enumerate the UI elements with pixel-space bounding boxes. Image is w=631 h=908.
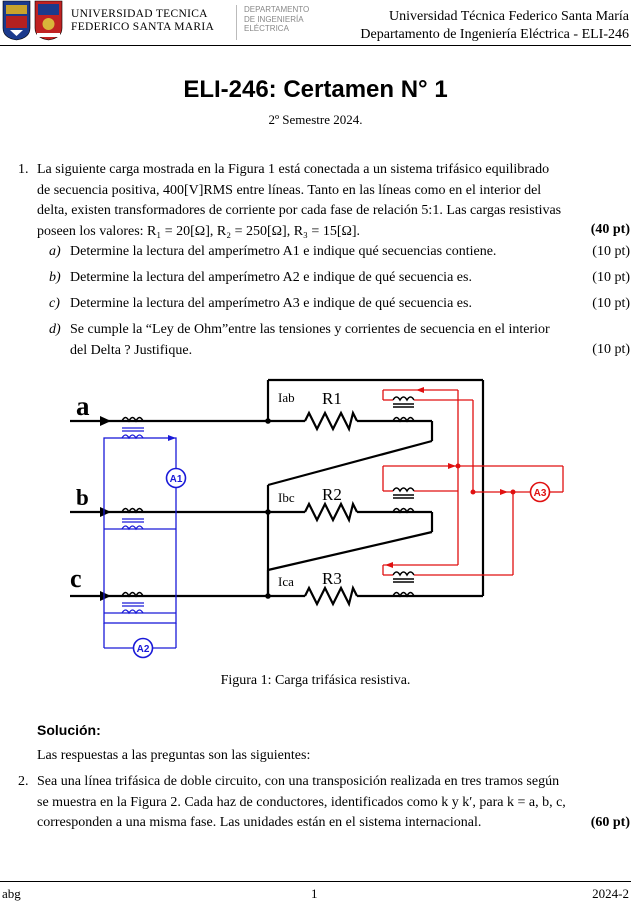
q1-line3: delta, existen transformadores de corrie… [37,203,562,218]
delta-ct-red [382,389,564,576]
ammeter-a3-label: A3 [534,488,547,499]
q1-part-b-text: Determine la lectura del amperímetro A2 … [70,270,472,285]
q2-statement: Sea una línea trifásica de doble circuit… [37,772,631,834]
ammeter-a1 [165,467,187,489]
line-coils [121,416,144,598]
header-rule [0,45,631,46]
q2-number: 2. [18,774,29,789]
current-ibc-label: Ibc [278,490,295,505]
q1-part-d-points: (10 pt) [592,342,630,357]
resistors [304,409,358,608]
footer-rule [0,881,631,882]
junction-dots [265,418,271,599]
q2-line1: Sea una línea trifásica de doble circuit… [37,774,560,789]
line-ct-blue [103,427,177,649]
q1-part-b-label: b) [49,270,61,285]
solution-heading: Solución: [37,722,101,738]
delta-load [266,378,485,598]
resistor-r2-label: R2 [322,485,342,504]
faculty-crest-logo [34,0,63,41]
q1-points: (40 pt) [590,222,630,237]
university-name: UNIVERSIDAD TECNICA FEDERICO SANTA MARIA [71,8,215,33]
q2-line2: se muestra en la Figura 2. Cada haz de c… [37,794,566,810]
phase-b-label: b [76,485,89,510]
university-crest-logo [2,0,31,41]
phase-a-label: a [76,391,90,421]
red-arrows [385,387,508,568]
q2-points: (60 pt) [590,815,630,830]
department-name: DEPARTAMENTO DE INGENIERÍA ELÉCTRICA [244,5,310,33]
footer-term: 2024-2 [592,886,629,901]
solution-text: Las respuestas a las preguntas son las s… [37,748,311,763]
footer-author: abg [2,886,21,901]
ammeter-a2-label: A2 [137,644,150,655]
phase-c-label: c [70,564,82,593]
ct-arrow-blue [168,435,176,441]
q1-part-b-points: (10 pt) [592,270,630,285]
ammeter-a3 [529,481,551,503]
q1-number: 1. [18,162,29,177]
q1-part-c-text: Determine la lectura del amperímetro A3 … [70,296,472,311]
line-arrows [100,416,111,601]
page-title: ELI-246: Certamen N° 1 [183,76,448,103]
ammeter-a1-label: A1 [170,474,183,485]
q1-part-d-label: d) [49,322,61,337]
q1-part-d-text: Se cumple la “Ley de Ohm”entre las tensi… [70,322,550,358]
line-conductors [70,419,268,598]
q2-line3: corresponden a una misma fase. Las unida… [37,815,482,830]
red-junction-dots [455,463,516,495]
current-ica-label: Ica [278,574,294,589]
three-phase-circuit-figure: a b c A1 A2 [70,378,564,659]
ammeter-a2 [132,637,154,659]
delta-ct-coils [392,396,415,598]
q1-part-c-points: (10 pt) [592,296,630,311]
semester: 2º Semestre 2024. [268,112,363,127]
resistor-r3-label: R3 [322,569,342,588]
q1-part-a-text: Determine la lectura del amperímetro A1 … [70,244,497,259]
q1-part-a-points: (10 pt) [592,244,630,259]
current-iab-label: Iab [278,390,295,405]
figure-caption: Figura 1: Carga trifásica resistiva. [220,673,411,688]
q1-part-c-label: c) [49,296,60,311]
page-number: 1 [311,886,318,901]
q1-statement: La siguiente carga mostrada en la Figura… [37,160,631,242]
header-right: Universidad Técnica Federico Santa María… [360,9,629,42]
resistor-r1-label: R1 [322,389,342,408]
header-divider [236,5,237,40]
q1-part-a-label: a) [49,244,61,259]
q1-line1: La siguiente carga mostrada en la Figura… [37,162,550,177]
q1-line4: poseen los valores: R₁ = 20[Ω], R₂ = 250… [37,223,361,239]
q1-line2: de secuencia positiva, 400[V]RMS entre l… [37,182,542,198]
